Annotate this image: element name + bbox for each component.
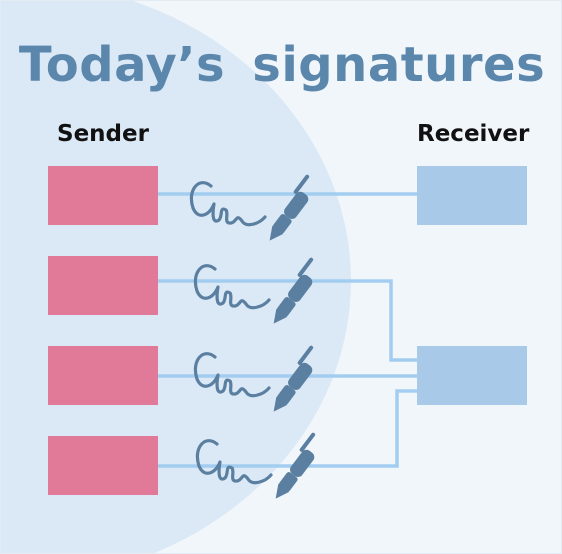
connector-sender-4 (158, 389, 417, 468)
connector-sender-2 (158, 279, 417, 362)
signature-icon-2 (193, 256, 326, 329)
diagram-title: Today’s signatures (18, 37, 546, 93)
receiver-box-2 (417, 346, 527, 405)
sender-label: Sender (57, 121, 149, 147)
pen-icon (193, 344, 326, 417)
pen-icon (193, 256, 326, 329)
connector-lines (158, 192, 417, 468)
signature-icon-1 (189, 173, 322, 246)
sender-box-4 (48, 436, 158, 495)
signature-icon-3 (193, 344, 326, 417)
pen-icon (189, 173, 322, 246)
receiver-label: Receiver (417, 121, 530, 147)
sender-box-3 (48, 346, 158, 405)
sender-box-2 (48, 256, 158, 315)
receiver-box-1 (417, 166, 527, 225)
sender-box-1 (48, 166, 158, 225)
